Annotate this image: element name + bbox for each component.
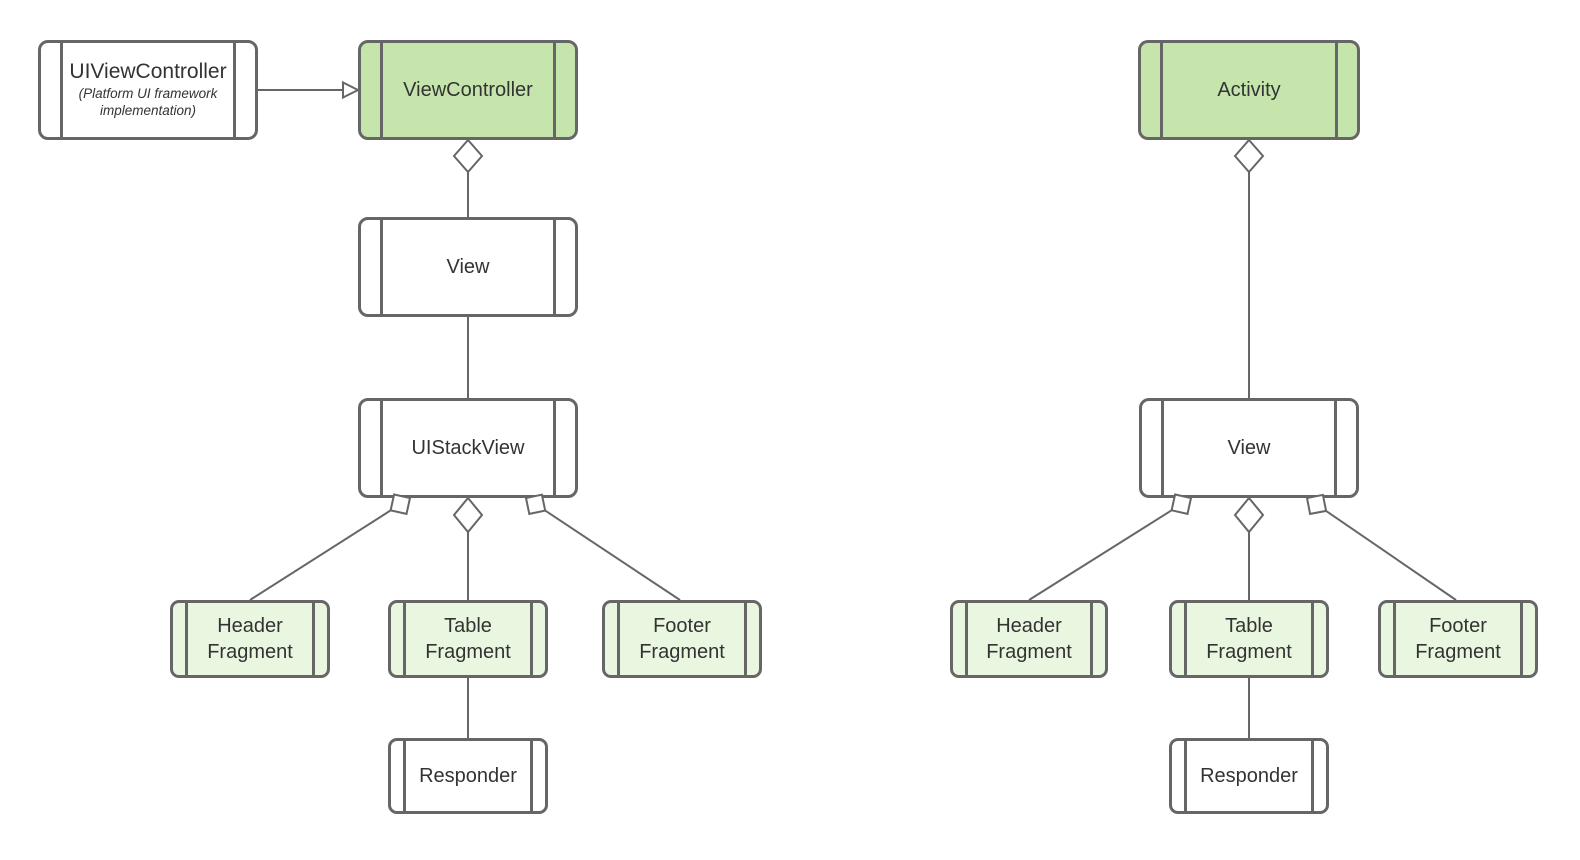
node-label: Header Fragment [986,615,1072,663]
node-side-bar-left [185,603,188,675]
node-side-bar-left [1393,603,1396,675]
node-side-bar-right [744,603,747,675]
node-side-bar-right [553,43,556,137]
node-side-bar-left [1161,401,1164,495]
node-viewcontroller[interactable]: ViewController [358,40,578,140]
node-side-bar-left [380,220,383,314]
node-responder-right[interactable]: Responder [1169,738,1329,814]
node-header-fragment-right[interactable]: Header Fragment [950,600,1108,678]
node-side-bar-right [530,741,533,811]
node-label: View [1227,437,1271,459]
node-side-bar-right [312,603,315,675]
aggregation-diamond-uistackview-center-icon [452,496,484,534]
aggregation-diamond-viewcontroller-icon [452,138,484,174]
node-side-bar-left [965,603,968,675]
node-side-bar-right [530,603,533,675]
node-side-bar-right [1090,603,1093,675]
node-activity[interactable]: Activity [1138,40,1360,140]
aggregation-diamond-view-center-icon [1233,496,1265,534]
generalization-arrowhead-icon [342,80,361,100]
node-side-bar-right [1311,741,1314,811]
node-side-bar-left [380,401,383,495]
node-label: Table Fragment [1206,615,1292,663]
node-label: Footer Fragment [639,615,725,663]
node-footer-fragment-right[interactable]: Footer Fragment [1378,600,1538,678]
node-side-bar-left [403,741,406,811]
node-header-fragment-left[interactable]: Header Fragment [170,600,330,678]
node-side-bar-left [60,43,63,137]
node-responder-left[interactable]: Responder [388,738,548,814]
node-label: Responder [419,765,517,787]
node-side-bar-left [1160,43,1163,137]
aggregation-diamond-activity-icon [1233,138,1265,174]
node-side-bar-left [1184,741,1187,811]
node-side-bar-right [1334,401,1337,495]
edge-view-footer-fragment [1325,510,1457,601]
edge-uistackview-footer-fragment [544,509,681,601]
node-sublabel: (Platform UI framework implementation) [78,86,218,119]
node-side-bar-right [1311,603,1314,675]
node-uistackview[interactable]: UIStackView [358,398,578,498]
node-side-bar-right [553,401,556,495]
node-side-bar-left [617,603,620,675]
node-side-bar-left [380,43,383,137]
node-footer-fragment-left[interactable]: Footer Fragment [602,600,762,678]
node-side-bar-right [1335,43,1338,137]
node-table-fragment-left[interactable]: Table Fragment [388,600,548,678]
node-label: UIViewController [69,60,227,84]
edge-view-header-fragment [1028,509,1173,601]
node-label: UIStackView [411,437,525,459]
node-side-bar-left [403,603,406,675]
node-uiviewcontroller[interactable]: UIViewController (Platform UI framework … [38,40,258,140]
node-view-left[interactable]: View [358,217,578,317]
node-view-right[interactable]: View [1139,398,1359,498]
node-label: Header Fragment [207,615,293,663]
node-label: Table Fragment [425,615,511,663]
node-side-bar-right [553,220,556,314]
node-label: Responder [1200,765,1298,787]
node-label: ViewController [403,79,533,101]
node-side-bar-left [1184,603,1187,675]
node-side-bar-right [233,43,236,137]
node-table-fragment-right[interactable]: Table Fragment [1169,600,1329,678]
node-label: Activity [1217,79,1281,101]
node-label: Footer Fragment [1415,615,1501,663]
node-side-bar-right [1520,603,1523,675]
edge-uistackview-header-fragment [249,509,392,601]
node-label: View [446,256,490,278]
